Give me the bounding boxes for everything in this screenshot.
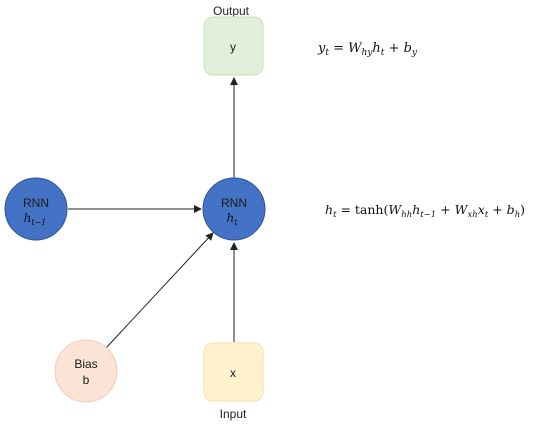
rnn-previous-state: ht−1 xyxy=(24,211,47,227)
hidden-state-equation: ht = tanh(Whhht−1 + Wxhxt + bh) xyxy=(325,202,525,220)
output-equation: yt = Whyht + by xyxy=(317,41,418,58)
output-node-text: y xyxy=(230,40,236,54)
output-label: Output xyxy=(213,4,250,18)
bias-var: b xyxy=(83,373,90,387)
rnn-current-state: ht xyxy=(227,211,239,227)
bias-title: Bias xyxy=(74,357,97,371)
bias-node xyxy=(54,339,118,403)
input-label: Input xyxy=(220,407,247,421)
input-node-text: x xyxy=(230,366,236,380)
arrow-bias-to-rnn xyxy=(105,232,214,349)
rnn-previous-title: RNN xyxy=(23,196,49,210)
output-node xyxy=(203,16,264,76)
rnn-previous-node xyxy=(4,177,68,241)
input-node xyxy=(203,342,264,402)
rnn-current-node xyxy=(202,177,266,241)
rnn-current-title: RNN xyxy=(221,196,247,210)
